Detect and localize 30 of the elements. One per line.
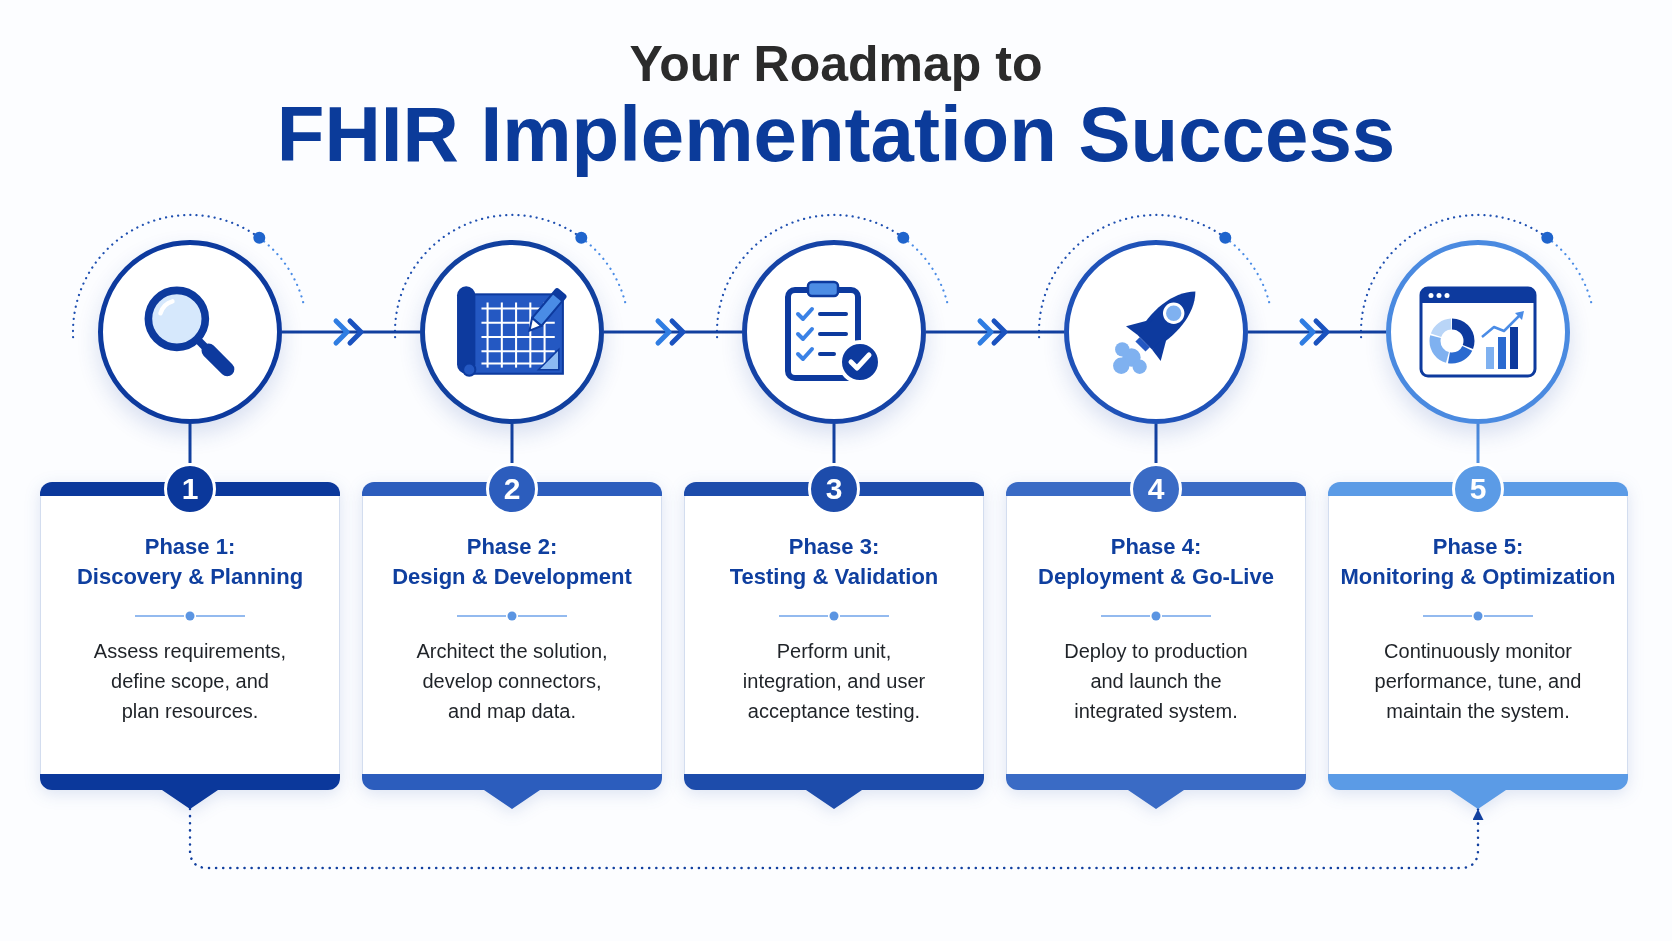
step-number-badge: 5	[1452, 463, 1504, 515]
step-number-badge: 3	[808, 463, 860, 515]
step-number-badge: 4	[1130, 463, 1182, 515]
phase-label: Phase 2:	[466, 533, 558, 561]
phase-name: Testing & Validation	[729, 563, 939, 591]
phase-name: Discovery & Planning	[76, 563, 304, 591]
connector-line	[510, 424, 514, 463]
phase-description: Deploy to production and launch the integrated system.	[1063, 639, 1249, 724]
dotted-arrow	[188, 807, 1484, 870]
phase-name: Design & Development	[392, 563, 632, 591]
arrow	[926, 318, 1064, 346]
connector-line	[1154, 424, 1158, 463]
phase-name: Monitoring & Optimization	[1340, 563, 1616, 591]
arrow	[1248, 318, 1386, 346]
phase-description: Assess requirements, define scope, and plan resources.	[92, 639, 288, 724]
arrow	[282, 318, 420, 346]
phase-label: Phase 5:	[1432, 533, 1524, 561]
phase-description: Perform unit, integration, and user acceptance testing.	[741, 639, 927, 724]
phase-description: Architect the solution, develop connectors, and map data.	[415, 639, 609, 724]
phase-description: Continuously monitor performance, tune, and maintain the system.	[1373, 639, 1583, 724]
connector-line	[832, 424, 836, 463]
connector-line	[1476, 424, 1480, 463]
phase-name: Deployment & Go-Live	[1038, 563, 1274, 591]
phase-label: Phase 3:	[788, 533, 880, 561]
step-number-badge: 1	[164, 463, 216, 515]
arrow	[604, 318, 742, 346]
connector-line	[188, 424, 192, 463]
phase-label: Phase 1:	[144, 533, 236, 561]
step-number-badge: 2	[486, 463, 538, 515]
phase-label: Phase 4:	[1110, 533, 1202, 561]
